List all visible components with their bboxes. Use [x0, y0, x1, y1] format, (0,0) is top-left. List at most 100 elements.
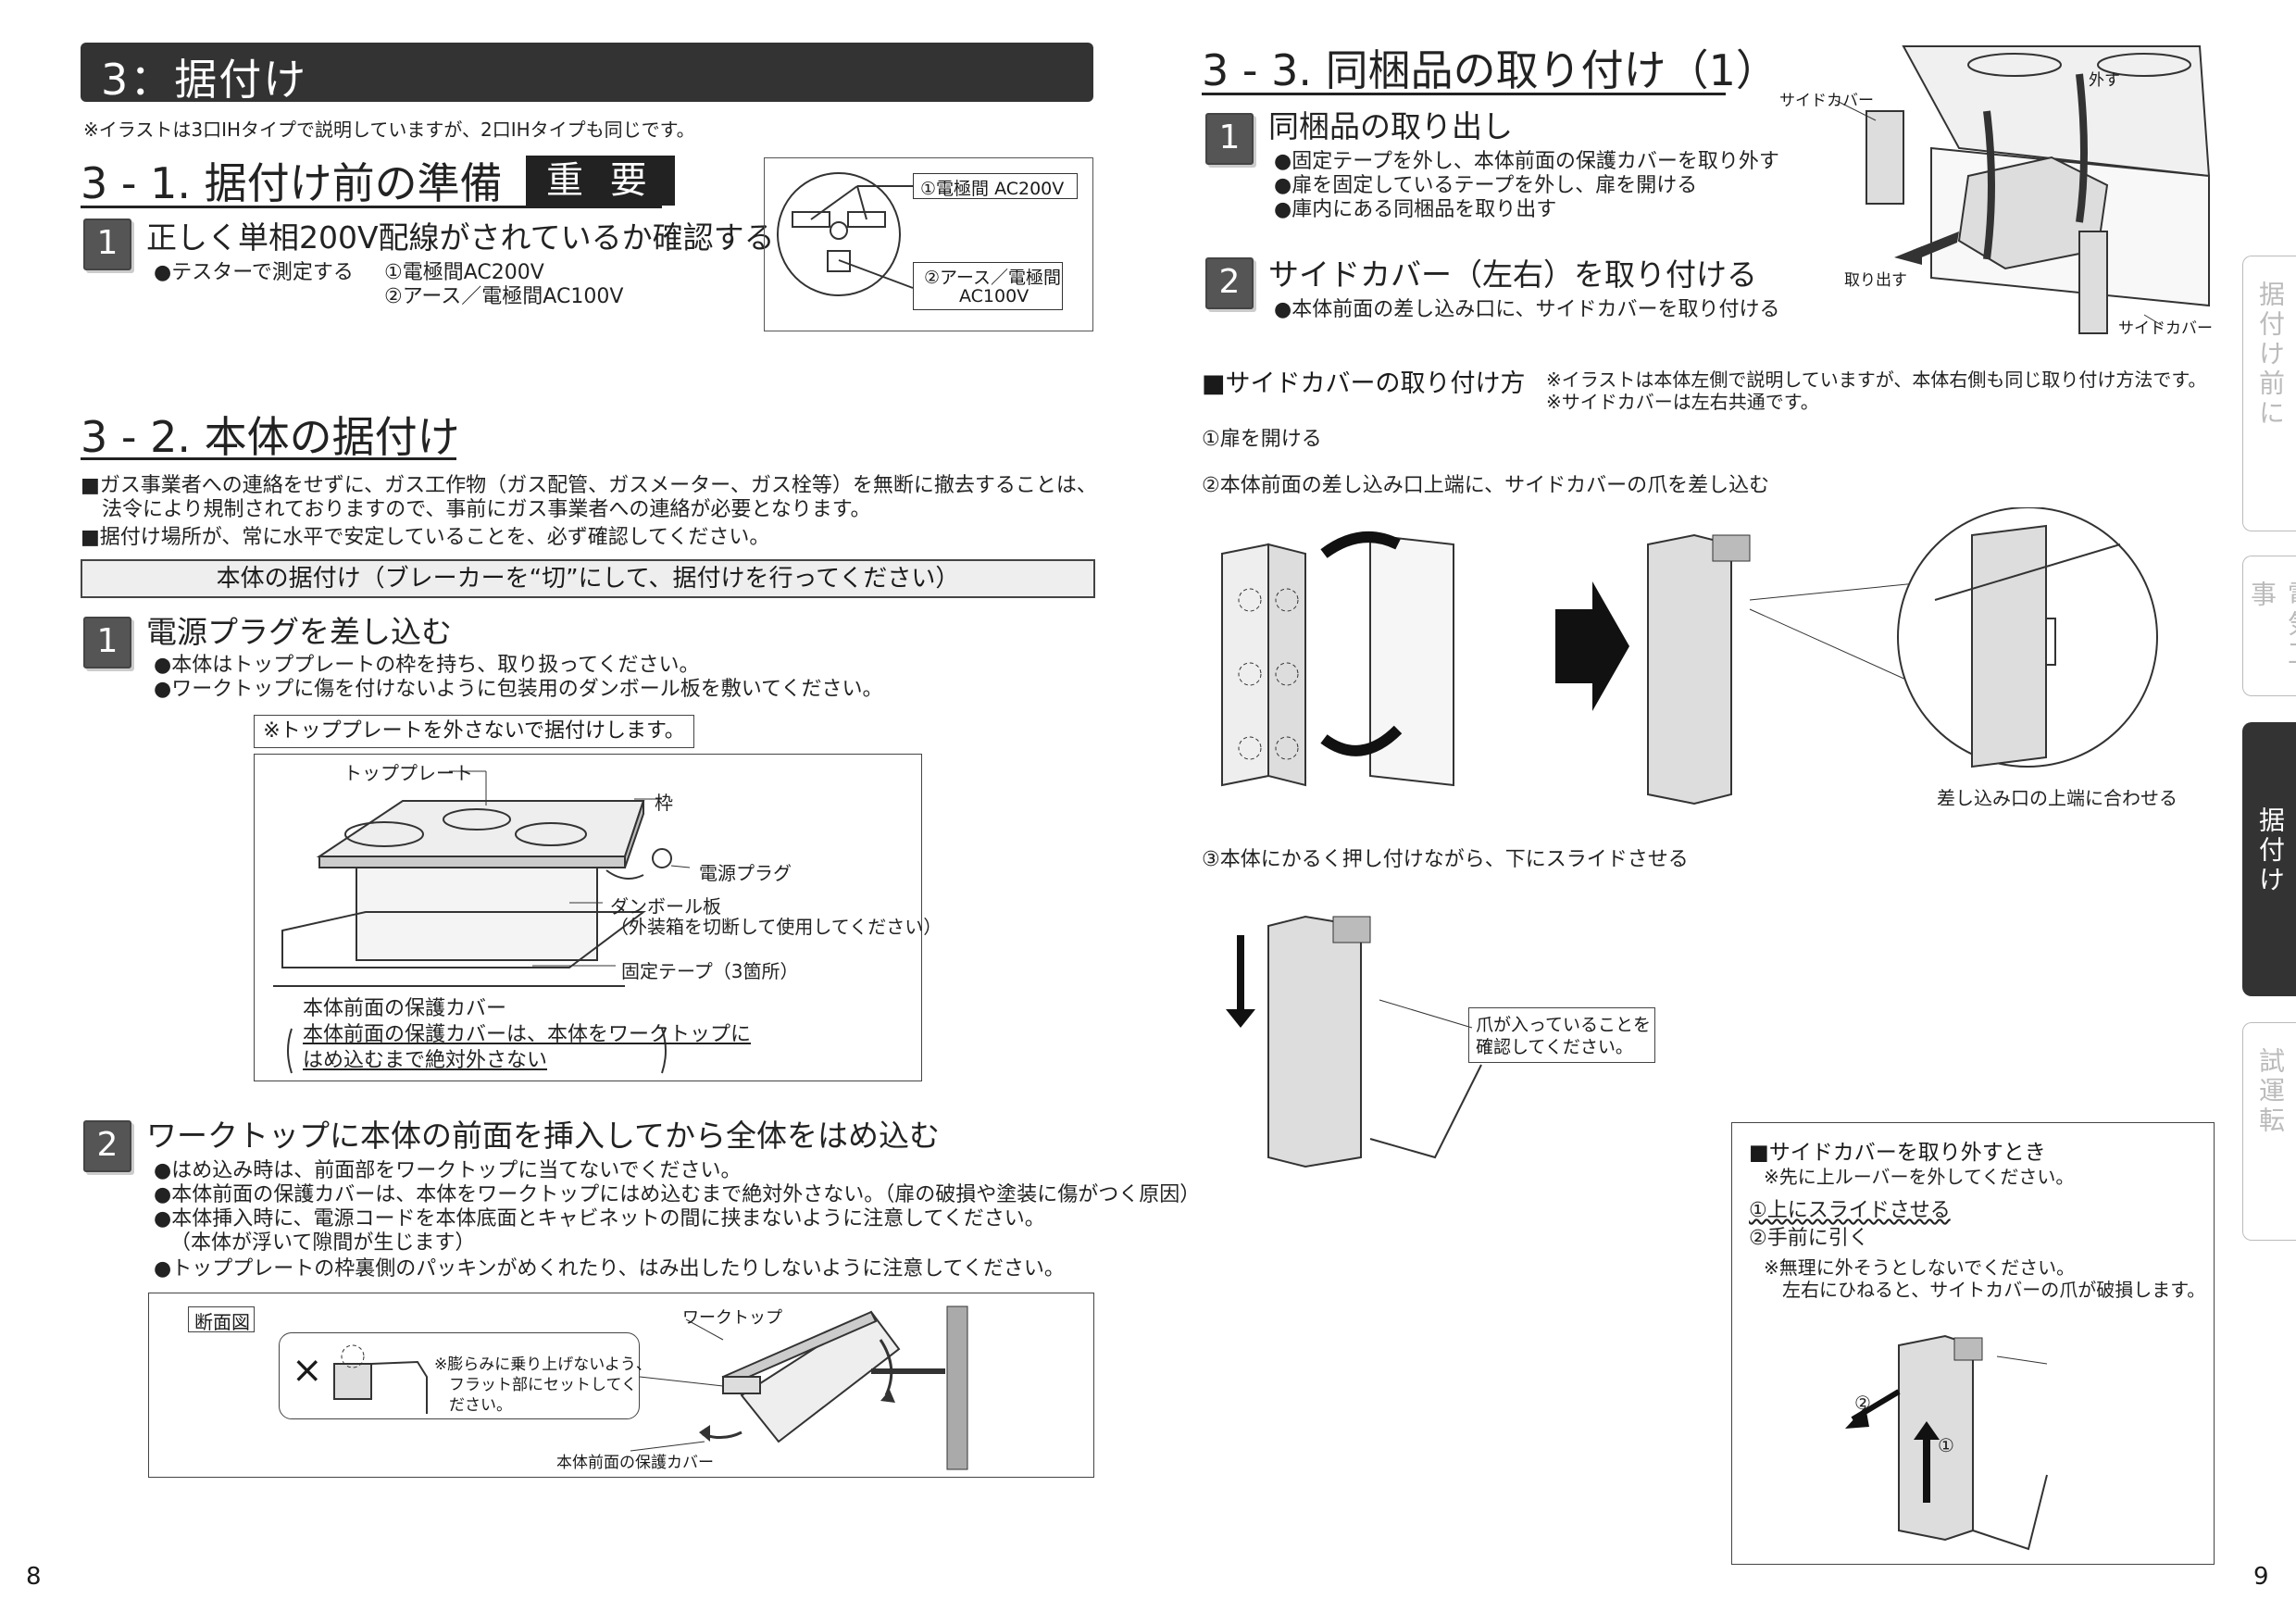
how-to-step-1: ①扉を開ける: [1202, 428, 1322, 451]
figure-caption-box: ※トッププレートを外さないで据付けします。: [254, 715, 694, 748]
section-3-3-title: 3 - 3. 同梱品の取り付け（1）: [1202, 45, 1778, 95]
side-cover-insert-illustration: [1221, 507, 2158, 806]
step-title: 同梱品の取り出し: [1268, 108, 1513, 144]
warning-2: ■据付け場所が、常に水平で安定していることを、必ず確認してください。: [81, 526, 770, 549]
removal-step-2: ②手前に引く: [1749, 1227, 1869, 1250]
label-cover-2: 本体前面の保護カバー: [556, 1454, 714, 1472]
removal-title: ■サイドカバーを取り外すとき: [1749, 1141, 2046, 1165]
page-number-left: 8: [26, 1563, 42, 1591]
section-note-1: ※膨らみに乗り上げないよう、: [434, 1355, 652, 1374]
side-cover-insert-figure: 差し込み口の上端に合わせる: [1213, 507, 2209, 818]
slide-down-illustration: [1226, 915, 1482, 1168]
step-title: 正しく単相200V配線がされているか確認する: [146, 219, 775, 256]
slide-note-2: 確認してください。: [1476, 1037, 1633, 1057]
illustration-note: ※イラストは3口IHタイプで説明していますが、2口IHタイプも同じです。: [83, 119, 695, 141]
bullet-note: （本体が浮いて隙間が生じます）: [170, 1231, 476, 1255]
section-underline: [1202, 93, 1726, 95]
bullet: ●扉を固定しているテープを外し、扉を開ける: [1274, 174, 1698, 197]
warning-1b: 法令により規制されておりますので、事前にガス事業者への連絡が必要となります。: [102, 498, 871, 521]
tab-installation[interactable]: 据付け: [2242, 722, 2296, 996]
label-frame: 枠: [655, 792, 673, 814]
warning-1a: ■ガス事業者への連絡をせずに、ガス工作物（ガス配管、ガスメーター、ガス栓等）を無…: [81, 474, 1097, 497]
step-number: 1: [83, 617, 131, 668]
install-banner: 本体の据付け（ブレーカーを“切”にして、据付けを行ってください）: [81, 559, 1095, 598]
outlet-label-2a: ②アース／電極間: [924, 268, 1061, 288]
how-to-step-3: ③本体にかるく押し付けながら、下にスライドさせる: [1202, 848, 1689, 871]
label-side-cover: サイドカバー: [1779, 92, 1874, 110]
step-title: サイドカバー（左右）を取り付ける: [1268, 256, 1757, 293]
slide-down-figure: 爪が入っていることを 確認してください。: [1222, 880, 1685, 1176]
cross-section-label: 断面図: [194, 1311, 250, 1333]
insert-caption: 差し込み口の上端に合わせる: [1937, 787, 2177, 809]
accessory-figure: サイドカバー 外す 取り出す サイドカバー: [1774, 37, 2218, 343]
removal-step-1: ①上にスライドさせる: [1749, 1199, 1951, 1222]
tab-label: 据付け前に: [2255, 281, 2286, 429]
voltage-1: ①電極間AC200V: [384, 261, 544, 284]
label-worktop: ワークトップ: [682, 1308, 782, 1328]
step-number: 2: [83, 1120, 131, 1172]
step-title: 電源プラグを差し込む: [146, 614, 452, 650]
how-to-note-2: ※サイドカバーは左右共通です。: [1546, 391, 1819, 413]
tab-label: 電気工事: [2247, 581, 2296, 669]
label-take-out: 取り出す: [1844, 271, 1907, 290]
cooktop-figure: トッププレート 枠 電源プラグ ダンボール板 （外装箱を切断して使用してください…: [254, 754, 942, 1081]
label-remove: 外す: [2089, 71, 2120, 90]
outlet-label-1: ①電極間 AC200V: [920, 179, 1065, 199]
label-cover-note-1: 本体前面の保護カバーは、本体をワークトップに: [303, 1023, 752, 1046]
removal-warning-1: ※無理に外そうとしないでください。: [1764, 1256, 2076, 1279]
label-cardboard: ダンボール板: [610, 895, 721, 918]
bullet: ●本体はトッププレートの枠を持ち、取り扱ってください。: [154, 654, 700, 677]
removal-warning-2: 左右にひねると、サイトカバーの爪が破損します。: [1782, 1279, 2206, 1301]
bullet: ●庫内にある同梱品を取り出す: [1274, 198, 1557, 221]
voltage-2: ②アース／電極間AC100V: [384, 285, 624, 308]
bullet: ●本体前面の差し込み口に、サイドカバーを取り付ける: [1274, 298, 1780, 321]
label-cover: 本体前面の保護カバー: [303, 997, 507, 1020]
cross-section-illustration: [333, 1305, 968, 1470]
outlet-label-2b: AC100V: [959, 286, 1029, 306]
accessory-illustration: [1834, 45, 2211, 334]
outlet-illustration: [777, 172, 914, 296]
important-badge: 重 要: [526, 156, 675, 206]
tab-label: 試運転: [2255, 1047, 2286, 1136]
label-plug: 電源プラグ: [699, 862, 792, 884]
marker-2: ②: [1854, 1392, 1871, 1414]
install-banner-text: 本体の据付け（ブレーカーを“切”にして、据付けを行ってください）: [216, 565, 960, 593]
outlet-figure: ①電極間 AC200V ②アース／電極間 AC100V: [764, 157, 1093, 331]
label-topplate: トッププレート: [343, 762, 473, 784]
label-tape: 固定テープ（3箇所）: [621, 960, 799, 982]
section-note-2: フラット部にセットしてく: [449, 1376, 637, 1394]
section-underline: [81, 457, 456, 460]
marker-1: ①: [1938, 1434, 1954, 1456]
removal-illustration: [1845, 1334, 2048, 1551]
tab-test-run[interactable]: 試運転: [2242, 1022, 2296, 1241]
bullet: ●本体挿入時に、電源コードを本体底面とキャビネットの間に挟まないように注意してく…: [154, 1207, 1045, 1230]
step-number: 2: [1205, 257, 1254, 309]
tab-before-install[interactable]: 据付け前に: [2242, 256, 2296, 531]
page-number-right: 9: [2253, 1563, 2269, 1591]
cross-mark: ×: [292, 1349, 323, 1392]
bullet: ●トッププレートの枠裏側のパッキンがめくれたり、はみ出したりしないように注意して…: [154, 1257, 1065, 1280]
figure-caption: ※トッププレートを外さないで据付けします。: [263, 719, 685, 743]
slide-note-1: 爪が入っていることを: [1476, 1015, 1652, 1035]
removal-instructions-box: ■サイドカバーを取り外すとき ※先に上ルーバーを外してください。 ①上にスライド…: [1731, 1122, 2215, 1565]
section-3-2-title: 3 - 2. 本体の据付け: [81, 412, 460, 462]
step-title: ワークトップに本体の前面を挿入してから全体をはめ込む: [146, 1118, 941, 1154]
label-cardboard-note: （外装箱を切断して使用してください）: [610, 916, 942, 938]
cross-section-figure: 断面図 × ※膨らみに乗り上げないよう、 フラット部にセットしてく ださい。 ワ…: [148, 1293, 1094, 1478]
how-to-title: ■サイドカバーの取り付け方: [1202, 369, 1526, 398]
bullet: ●本体前面の保護カバーは、本体をワークトップにはめ込むまで絶対外さない。（扉の破…: [154, 1183, 1201, 1206]
label-side-cover-2: サイドカバー: [2118, 319, 2213, 338]
step-number: 1: [83, 219, 131, 270]
bullet: ●ワークトップに傷を付けないように包装用のダンボール板を敷いてください。: [154, 678, 883, 701]
bullet: ●テスターで測定する: [154, 261, 354, 284]
removal-note: ※先に上ルーバーを外してください。: [1764, 1166, 2075, 1188]
step-number: 1: [1205, 113, 1254, 165]
section-underline: [81, 206, 662, 208]
section-note-3: ださい。: [449, 1396, 512, 1415]
bullet: ●固定テープを外し、本体前面の保護カバーを取り外す: [1274, 150, 1779, 173]
tab-label: 据付け: [2255, 806, 2286, 895]
tab-electrical-work[interactable]: 電気工事: [2242, 556, 2296, 696]
bullet: ●はめ込み時は、前面部をワークトップに当てないでください。: [154, 1159, 742, 1182]
section-3-1-title: 3 - 1. 据付け前の準備: [81, 158, 503, 208]
chapter-title-bar: 3：据付け: [81, 43, 1093, 105]
